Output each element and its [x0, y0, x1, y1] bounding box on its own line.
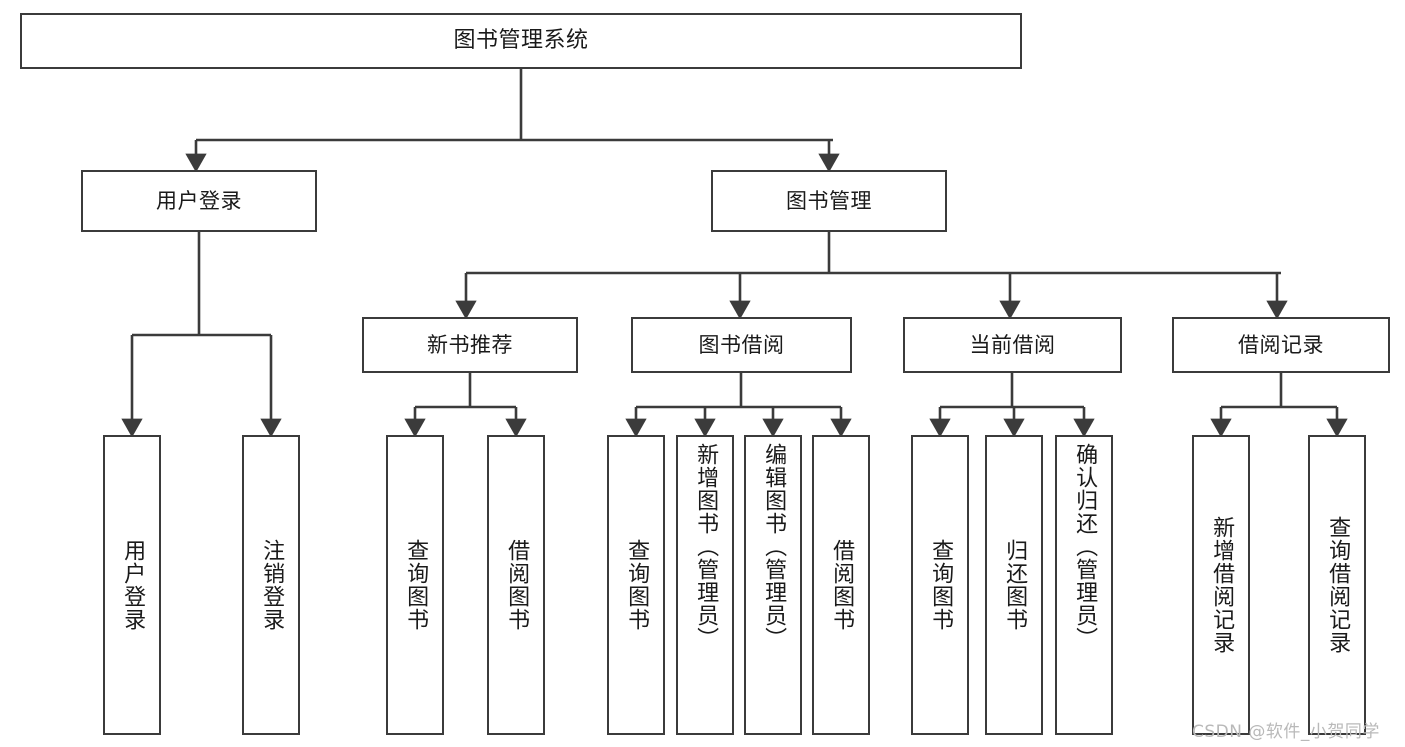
node-leaf-query-book-3-label: 查询图书 [928, 539, 954, 631]
node-leaf-user-login-label: 用户登录 [120, 539, 146, 631]
leaf-inner: 新增借阅记录 [1194, 437, 1248, 733]
leaf-inner: 借阅图书 [489, 437, 543, 733]
node-leaf-query-book-1-label: 查询图书 [403, 539, 429, 631]
leaf-inner: 查询借阅记录 [1310, 437, 1364, 733]
node-leaf-query-record-label: 查询借阅记录 [1325, 516, 1351, 654]
node-book-borrow[interactable]: 图书借阅 [631, 317, 852, 373]
leaf-inner: 注销登录 [244, 437, 298, 733]
node-borrow-record[interactable]: 借阅记录 [1172, 317, 1390, 373]
node-leaf-query-book-3[interactable]: 查询图书 [911, 435, 969, 735]
node-root-label: 图书管理系统 [453, 28, 589, 54]
node-leaf-add-record-label: 新增借阅记录 [1209, 516, 1235, 654]
watermark-text: CSDN @软件_小贺同学 [1192, 722, 1380, 742]
node-new-book-recommend-label: 新书推荐 [427, 332, 513, 357]
node-book-manage[interactable]: 图书管理 [711, 170, 947, 232]
node-leaf-borrow-book-2-label: 借阅图书 [829, 539, 855, 631]
node-leaf-borrow-book-2[interactable]: 借阅图书 [812, 435, 870, 735]
node-leaf-logout[interactable]: 注销登录 [242, 435, 300, 735]
node-leaf-logout-label: 注销登录 [259, 539, 285, 631]
node-book-borrow-label: 图书借阅 [698, 332, 785, 357]
node-leaf-borrow-book-1-label: 借阅图书 [504, 539, 530, 631]
leaf-inner: 查询图书 [388, 437, 442, 733]
node-book-manage-label: 图书管理 [786, 188, 872, 213]
node-new-book-recommend[interactable]: 新书推荐 [362, 317, 578, 373]
node-leaf-add-record[interactable]: 新增借阅记录 [1192, 435, 1250, 735]
node-leaf-return-book[interactable]: 归还图书 [985, 435, 1043, 735]
node-leaf-query-book-2[interactable]: 查询图书 [607, 435, 665, 735]
node-user-login[interactable]: 用户登录 [81, 170, 317, 232]
node-leaf-query-book-1[interactable]: 查询图书 [386, 435, 444, 735]
node-leaf-query-book-2-label: 查询图书 [624, 539, 650, 631]
node-leaf-edit-book-label: 编辑图书（管理员） [761, 443, 787, 650]
node-leaf-return-book-label: 归还图书 [1002, 539, 1028, 631]
node-leaf-confirm-return-label: 确认归还（管理员） [1072, 443, 1098, 650]
leaf-inner: 确认归还（管理员） [1057, 437, 1111, 739]
leaf-inner: 归还图书 [987, 437, 1041, 733]
node-leaf-borrow-book-1[interactable]: 借阅图书 [487, 435, 545, 735]
node-leaf-add-book[interactable]: 新增图书（管理员） [676, 435, 734, 735]
leaf-inner: 新增图书（管理员） [678, 437, 732, 739]
leaf-inner: 用户登录 [105, 437, 159, 733]
node-borrow-record-label: 借阅记录 [1238, 332, 1324, 357]
node-current-borrow[interactable]: 当前借阅 [903, 317, 1122, 373]
leaf-inner: 查询图书 [609, 437, 663, 733]
node-current-borrow-label: 当前借阅 [969, 332, 1056, 357]
leaf-inner: 编辑图书（管理员） [746, 437, 800, 739]
node-leaf-edit-book[interactable]: 编辑图书（管理员） [744, 435, 802, 735]
node-leaf-query-record[interactable]: 查询借阅记录 [1308, 435, 1366, 735]
leaf-inner: 借阅图书 [814, 437, 868, 733]
node-root[interactable]: 图书管理系统 [20, 13, 1022, 69]
node-user-login-label: 用户登录 [156, 188, 242, 213]
node-leaf-add-book-label: 新增图书（管理员） [693, 443, 719, 650]
node-leaf-confirm-return[interactable]: 确认归还（管理员） [1055, 435, 1113, 735]
node-leaf-user-login[interactable]: 用户登录 [103, 435, 161, 735]
leaf-inner: 查询图书 [913, 437, 967, 733]
